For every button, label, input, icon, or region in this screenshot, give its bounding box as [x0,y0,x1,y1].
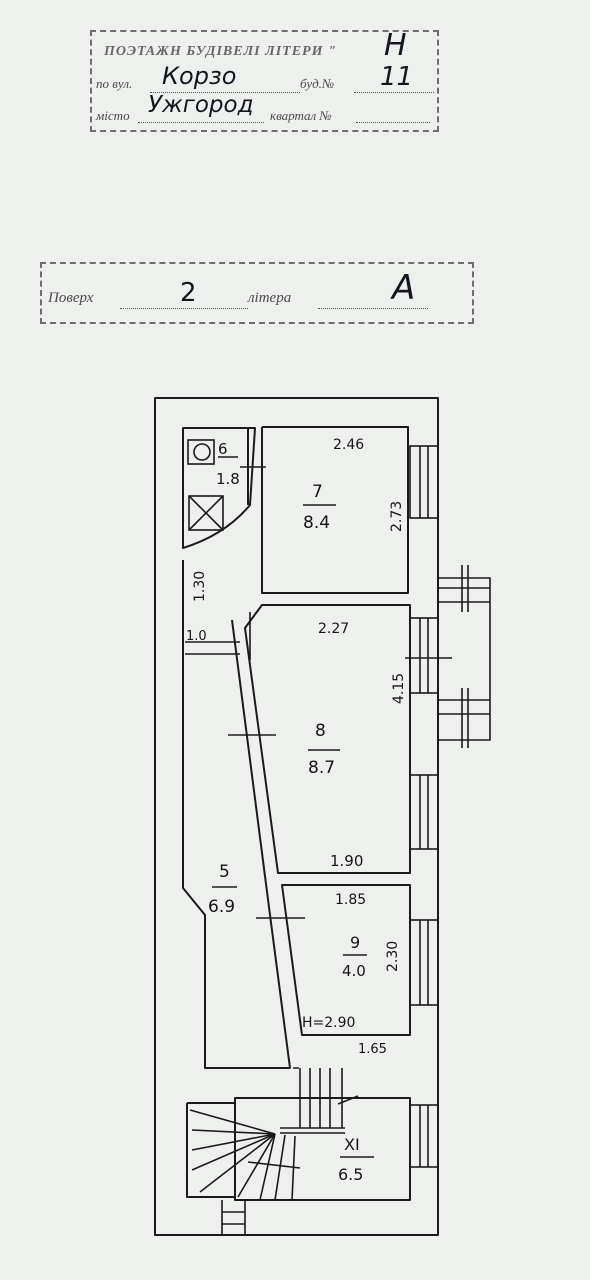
balcony [438,577,491,741]
dim-height: H=2.90 [302,1015,355,1031]
city-value: Ужгород [148,92,254,118]
room-8-area: 8.7 [308,758,335,778]
window-1 [409,445,439,519]
window-2 [409,617,439,694]
floor-value: 2 [180,278,197,308]
dim-r8-depth: 4.15 [391,673,407,704]
building-stamp: ПОЭТАЖН БУДІВЕЛІ ЛІТЕРИ " Н по вул. Корз… [90,28,439,132]
window-5 [409,1104,439,1168]
room-5-number: 5 [219,862,230,882]
staircase-wall [186,1102,235,1198]
room-9-number: 9 [350,933,360,952]
room-8-wall [244,604,411,874]
quarter-label: квартал № [270,108,332,123]
window-4 [409,919,439,1006]
room-9-area: 4.0 [342,962,366,980]
room-6-wall [182,427,256,549]
room-7-wall [261,426,409,594]
toilet-icon [187,439,215,465]
dim-corridor-10: 1.0 [186,629,207,644]
dim-r9-depth: 2.30 [385,941,401,972]
window-3 [409,774,439,850]
room-5-area: 6.9 [208,897,235,917]
room-9-wall [281,884,411,1036]
room-7-area: 8.4 [303,513,330,533]
letter-label: літера [248,290,292,306]
quarter-underline [356,122,430,123]
floor-label: Поверх [48,290,94,306]
house-underline [354,92,434,93]
dim-r8-bottom: 1.90 [330,852,363,870]
dim-r7-depth: 2.73 [389,501,405,532]
house-value: 11 [380,62,414,92]
dim-r9-top: 1.85 [335,892,366,908]
letter-value: А [392,268,416,308]
dim-corridor-130: 1.30 [192,571,208,602]
stamp-header: ПОЭТАЖН БУДІВЕЛІ ЛІТЕРИ " [104,44,337,59]
stamp-letter: Н [384,28,407,63]
room-8-number: 8 [315,721,326,741]
stairs-icon [189,1068,345,1201]
room-xi-wall [234,1097,411,1201]
room-7-number: 7 [312,482,323,502]
room-6-number: 6 [218,440,228,458]
street-label: по вул. [96,76,133,91]
dim-r9-bottom: 1.65 [358,1042,387,1057]
room-6-inner [183,427,249,505]
room-xi-number: XI [344,1135,360,1154]
floor-underline [120,308,248,309]
shower-icon [188,495,224,531]
floor-stamp: Поверх 2 літера А [40,262,474,324]
city-underline [138,122,264,123]
street-underline [150,92,300,93]
house-label: буд.№ [300,76,335,91]
room-6-area: 1.8 [216,470,240,488]
street-value: Корзо [162,62,237,90]
letter-underline [318,308,428,309]
dim-r7-width: 2.46 [333,437,364,453]
room-xi-area: 6.5 [338,1165,363,1184]
city-label: місто [96,108,130,123]
dim-r8-top: 2.27 [318,621,349,637]
